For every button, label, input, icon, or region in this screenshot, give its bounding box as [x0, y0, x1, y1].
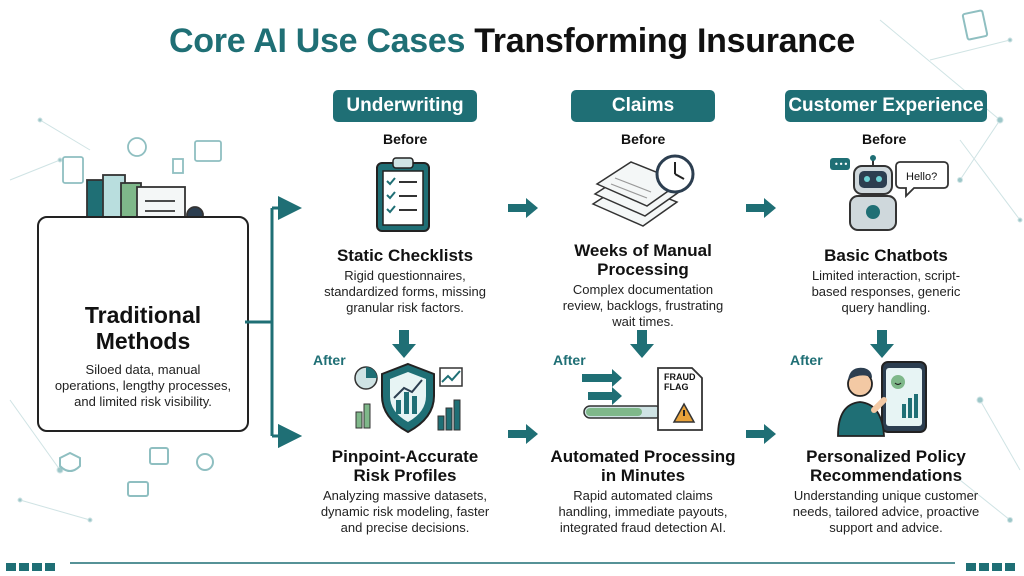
before-label-claims: Before [621, 131, 666, 147]
claims-before-heading-line1: Weeks of Manual [574, 241, 712, 260]
after-label-claims: After [553, 352, 586, 368]
title-rest: Transforming Insurance [474, 22, 855, 60]
checklist-clipboard-icon [376, 157, 430, 232]
before-label-underwriting: Before [383, 131, 428, 147]
underwriting-after-desc-line2: dynamic risk modeling, faster [320, 504, 490, 519]
traditional-heading-line1: Traditional [84, 302, 202, 328]
pill-customer-experience: Customer Experience [785, 90, 987, 122]
pill-claims: Claims [571, 90, 715, 122]
customer-after-heading-line1: Personalized Policy [806, 447, 966, 466]
traditional-desc-line1: Siloed data, manual [85, 362, 201, 377]
underwriting-after-heading-line1: Pinpoint-Accurate [331, 447, 479, 466]
pill-underwriting: Underwriting [333, 90, 477, 122]
clock-icon [655, 154, 695, 194]
customer-after-block: Personalized Policy Recommendations Unde… [771, 447, 1001, 536]
claims-before-heading-line2: Processing [597, 260, 689, 279]
underwriting-after-desc-line1: Analyzing massive datasets, [322, 488, 488, 503]
underwriting-after-heading-line2: Risk Profiles [353, 466, 457, 485]
underwriting-before-desc-line2: standardized forms, missing [324, 284, 486, 299]
traditional-methods-box: Traditional Methods Siloed data, manual … [37, 216, 249, 432]
customer-after-desc-line1: Understanding unique customer [793, 488, 979, 503]
traditional-desc-line3: and limited risk visibility. [74, 394, 212, 409]
claims-after-desc-line1: Rapid automated claims [573, 488, 713, 503]
underwriting-before-block: Static Checklists Rigid questionnaires, … [300, 246, 510, 316]
title-highlight: Core AI Use Cases [169, 22, 466, 60]
underwriting-before-desc-line1: Rigid questionnaires, [344, 268, 466, 283]
footer-left-decoration [6, 558, 58, 576]
claims-after-heading-line1: Automated Processing [550, 447, 736, 466]
footer-right-decoration [966, 558, 1018, 576]
fraud-flag-document-icon: FRAUD FLAG [582, 367, 703, 431]
footer-line [70, 562, 955, 564]
page-title: Core AI Use Cases Transforming Insurance [0, 22, 1024, 61]
customer-before-desc-line3: query handling. [841, 300, 931, 315]
fraud-flag-text-line2: FLAG [664, 382, 689, 392]
claims-before-desc-line3: wait times. [612, 314, 674, 329]
customer-after-desc-line2: needs, tailored advice, proactive [792, 504, 980, 519]
traditional-heading-line2: Methods [95, 328, 191, 354]
claims-before-block: Weeks of Manual Processing Complex docum… [538, 241, 748, 330]
claims-after-heading-line2: in Minutes [600, 466, 686, 485]
customer-before-desc-line2: based responses, generic [811, 284, 961, 299]
after-label-underwriting: After [313, 352, 346, 368]
claims-before-desc-line2: review, backlogs, frustrating [562, 298, 724, 313]
customer-after-desc-line3: support and advice. [829, 520, 943, 535]
customer-after-heading-line2: Recommendations [809, 466, 963, 485]
person-phone-icon [837, 361, 927, 437]
claims-after-block: Automated Processing in Minutes Rapid au… [533, 447, 753, 536]
svg-text:•••: ••• [834, 160, 848, 169]
fraud-flag-text-line1: FRAUD [664, 372, 696, 382]
before-label-customer: Before [862, 131, 907, 147]
claims-after-desc-line2: handling, immediate payouts, [558, 504, 728, 519]
after-label-customer: After [790, 352, 823, 368]
traditional-desc-line2: operations, lengthy processes, [54, 378, 232, 393]
underwriting-before-heading: Static Checklists [336, 246, 474, 265]
shield-chart-icon [354, 362, 463, 434]
underwriting-before-desc-line3: granular risk factors. [346, 300, 464, 315]
underwriting-after-block: Pinpoint-Accurate Risk Profiles Analyzin… [300, 447, 510, 536]
underwriting-after-desc-line3: and precise decisions. [340, 520, 470, 535]
customer-before-desc-line1: Limited interaction, script- [811, 268, 961, 283]
customer-before-heading: Basic Chatbots [824, 246, 948, 265]
chat-bubble-text: Hello? [906, 171, 937, 183]
robot-chatbot-icon: ••• Hello? [830, 155, 949, 231]
customer-before-block: Basic Chatbots Limited interaction, scri… [776, 246, 996, 316]
paper-stack-icon [591, 154, 695, 227]
claims-before-desc-line1: Complex documentation [572, 282, 714, 297]
claims-after-desc-line3: integrated fraud detection AI. [559, 520, 727, 535]
